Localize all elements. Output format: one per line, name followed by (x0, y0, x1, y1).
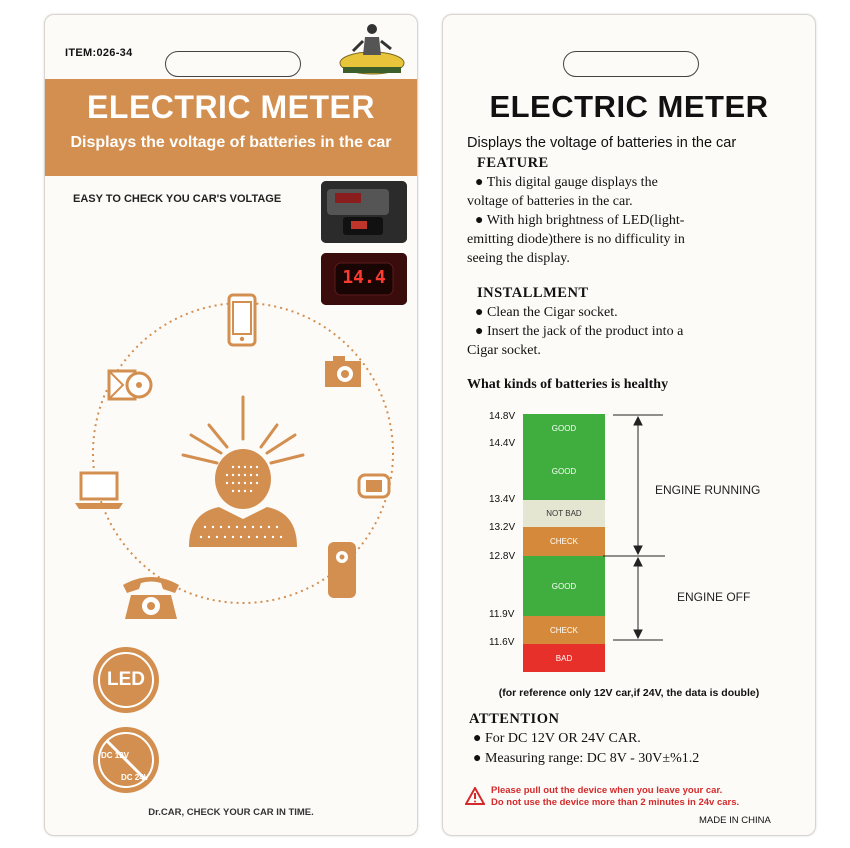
installment-heading: INSTALLMENT (477, 285, 589, 301)
engine-running-label: ENGINE RUNNING (655, 483, 761, 497)
voltage-label: 11.9V (489, 609, 515, 620)
segment-good: GOOD (523, 414, 605, 442)
dc-12v-label: DC 12V (101, 751, 130, 760)
installment-line: ● Clean the Cigar socket. (475, 305, 618, 320)
feature-line: ● With high brightness of LED(light- (475, 213, 685, 228)
dc-24v-label: DC 24V (121, 773, 150, 782)
laptop-icon (75, 471, 123, 509)
segment-not-bad: NOT BAD (523, 500, 605, 527)
display-reading: 14.4 (342, 267, 386, 288)
attention-text: ● For DC 12V OR 24V CAR. ● Measuring ran… (473, 729, 813, 769)
front-subtitle: Displays the voltage of batteries in the… (70, 134, 392, 151)
warning-line: Please pull out the device when you leav… (491, 785, 723, 796)
front-footer: Dr.CAR, CHECK YOUR CAR IN TIME. (148, 807, 314, 818)
feature-heading: FEATURE (477, 155, 549, 171)
brand-logo-icon (339, 24, 405, 75)
product-photo-socket (321, 181, 407, 243)
game-console-icon (357, 473, 391, 499)
voltage-label: 14.8V (489, 411, 516, 422)
telephone-icon (123, 577, 179, 619)
voltage-label: 13.4V (489, 494, 516, 505)
segment-good: GOOD (523, 556, 605, 616)
product-photo-display: 14.4 (321, 253, 407, 305)
voltage-label: 11.6V (489, 637, 515, 648)
front-card: ITEM:026-34 ELECTRIC METER Displays the … (44, 14, 418, 836)
reference-note: (for reference only 12V car,if 24V, the … (498, 687, 760, 699)
feature-text: ● This digital gauge displays the voltag… (467, 173, 807, 268)
front-title: ELECTRIC METER (87, 89, 375, 125)
mp3-player-icon (328, 542, 356, 598)
feature-line: emitting diode)there is no difficulity i… (467, 232, 685, 247)
kinds-heading: What kinds of batteries is healthy (467, 377, 669, 392)
hang-hole (165, 51, 301, 77)
segment-check: CHECK (523, 527, 605, 556)
range-arrows (603, 414, 665, 641)
made-in-label: MADE IN CHINA (699, 815, 771, 826)
feature-line: seeing the display. (467, 251, 570, 266)
installment-line: ● Insert the jack of the product into a (475, 324, 684, 339)
segment-bad: BAD (523, 644, 605, 672)
attention-heading: ATTENTION (469, 711, 560, 727)
phone-icon (227, 293, 257, 347)
easy-check-text: EASY TO CHECK YOU CAR'S VOLTAGE (73, 193, 282, 205)
dc-badge: DC 12V DC 24V (93, 727, 159, 793)
voltage-label: 14.4V (489, 438, 516, 449)
feature-line: ● This digital gauge displays the (475, 175, 658, 190)
attention-line: ● Measuring range: DC 8V - 30V±%1.2 (473, 751, 700, 766)
device-circle-illustration (92, 302, 394, 604)
segment-good: GOOD (523, 442, 605, 500)
led-badge: LED (93, 647, 159, 713)
person-icon (181, 395, 305, 547)
hang-hole (563, 51, 699, 77)
back-title: ELECTRIC METER (489, 89, 769, 124)
voltage-label: 13.2V (489, 522, 516, 533)
attention-line: ● For DC 12V OR 24V CAR. (473, 731, 641, 746)
warning-icon (465, 787, 485, 805)
segment-check: CHECK (523, 616, 605, 644)
installment-text: ● Clean the Cigar socket. ● Insert the j… (467, 303, 807, 360)
engine-off-label: ENGINE OFF (677, 590, 751, 604)
back-card: ELECTRIC METER Displays the voltage of b… (442, 14, 816, 836)
led-badge-label: LED (98, 652, 154, 708)
warning-line: Do not use the device more than 2 minute… (491, 797, 740, 808)
back-subtitle: Displays the voltage of batteries in the… (467, 135, 737, 151)
feature-line: voltage of batteries in the car. (467, 194, 633, 209)
title-banner: ELECTRIC METER Displays the voltage of b… (45, 79, 417, 176)
camera-icon (325, 356, 361, 387)
voltage-label: 12.8V (489, 551, 516, 562)
installment-line: Cigar socket. (467, 343, 541, 358)
warning-text: Please pull out the device when you leav… (491, 785, 739, 809)
cd-player-icon (107, 369, 153, 401)
item-code: ITEM:026-34 (65, 47, 133, 59)
